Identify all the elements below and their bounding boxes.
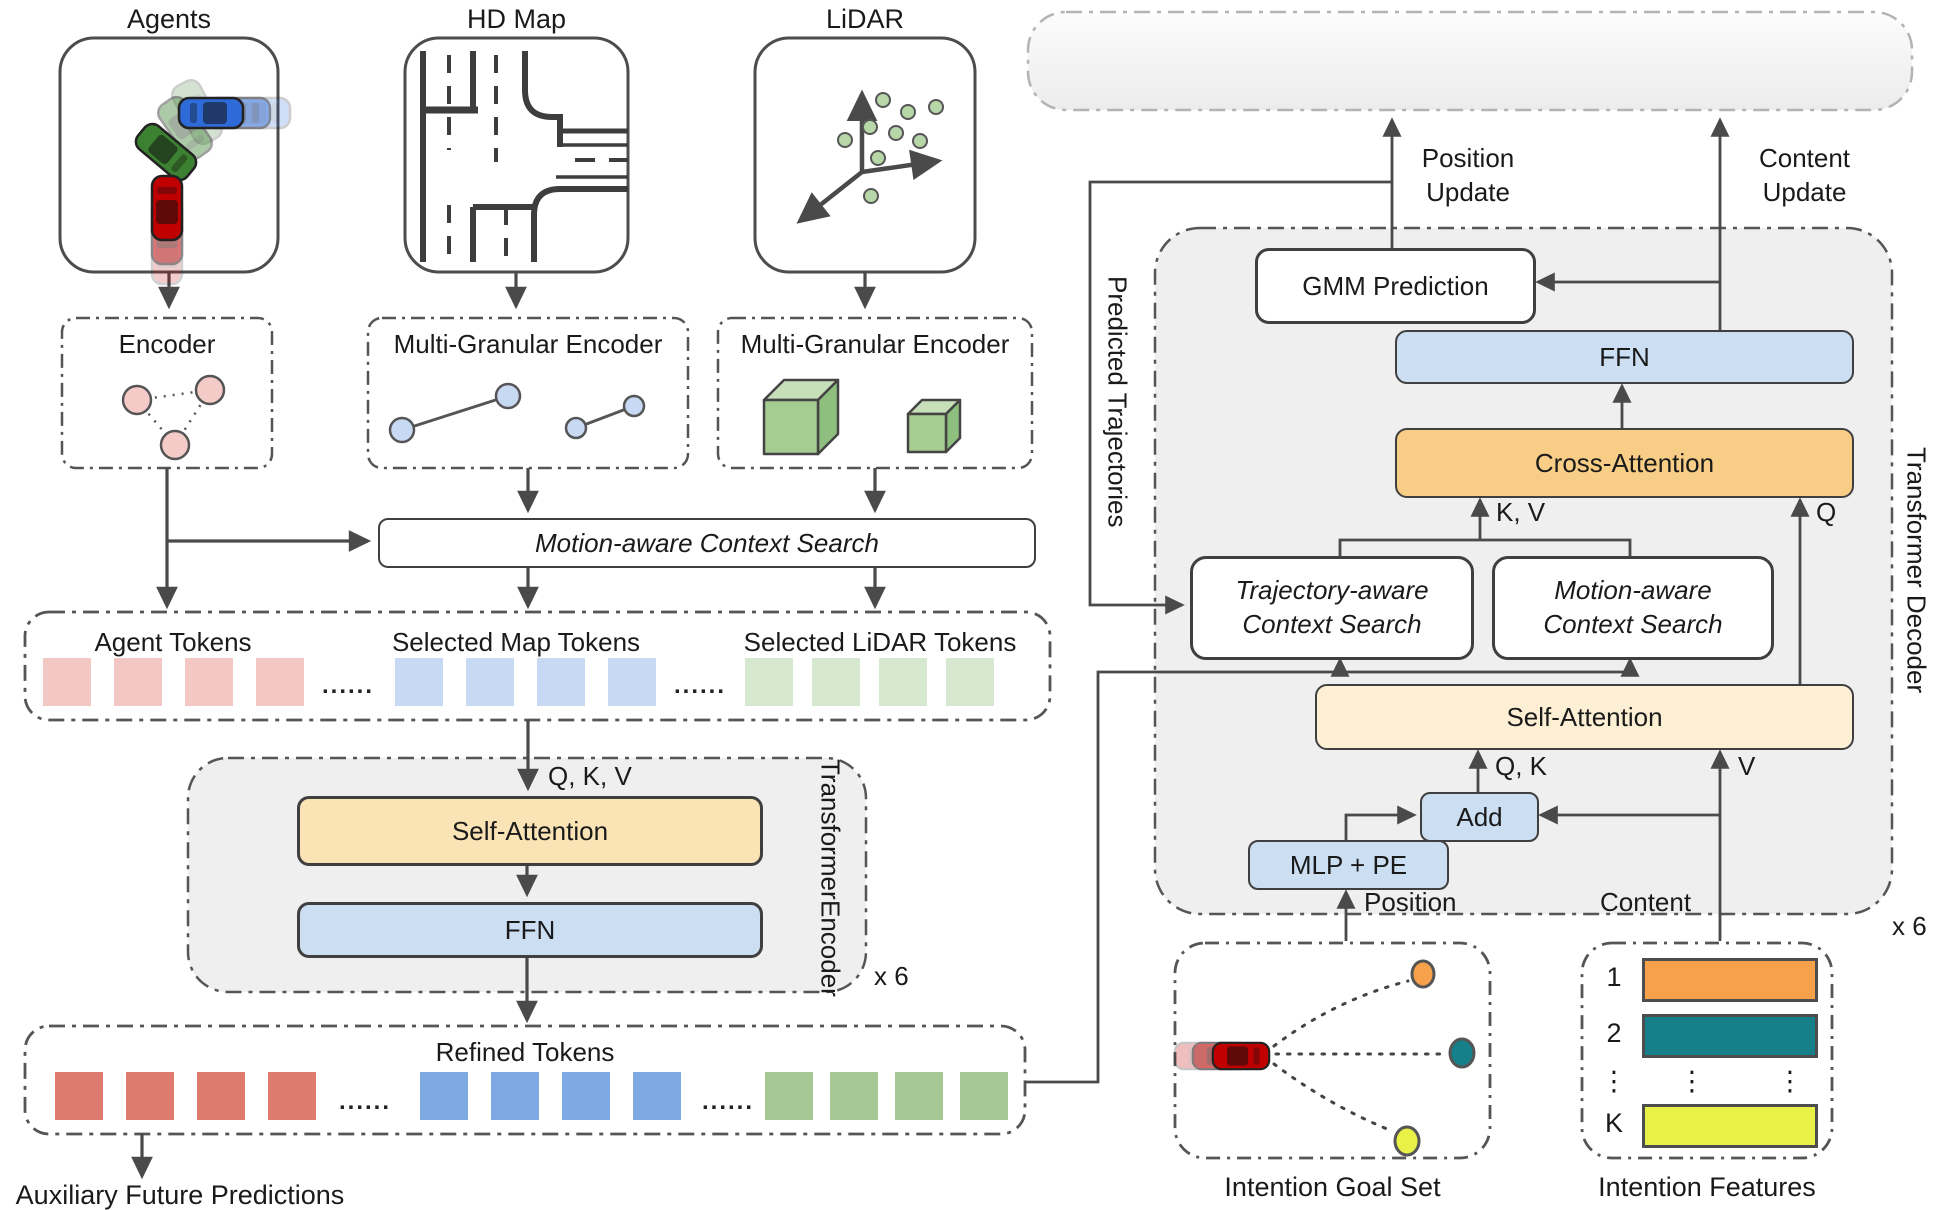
cross-attention-box: Cross-Attention xyxy=(1395,428,1854,498)
decoder-repeat-label: x 6 xyxy=(1892,911,1927,941)
feature-row-index-k: K xyxy=(1604,1107,1623,1138)
map-token xyxy=(608,658,656,706)
map-polyline-icon xyxy=(388,382,646,444)
encoder-repeat-label: x 6 xyxy=(874,961,909,991)
aux-predictions-label: Auxiliary Future Predictions xyxy=(15,1180,345,1210)
lidar-points xyxy=(837,92,944,204)
position-update-label-2: Update xyxy=(1426,177,1510,207)
feature-bar-1 xyxy=(1642,958,1818,1002)
left-connectors xyxy=(131,272,886,1180)
encoder-self-attention-box: Self-Attention xyxy=(297,796,763,866)
lidar-box xyxy=(753,36,977,274)
feature-row-index-1: 1 xyxy=(1606,961,1622,992)
predicted-trajectories-label: Predicted Trajectories xyxy=(1102,276,1133,528)
refined-agent-token xyxy=(55,1072,103,1120)
feature-bar-2 xyxy=(1642,1014,1818,1058)
intention-features-title: Intention Features xyxy=(1598,1172,1816,1202)
mlp-pe-box: MLP + PE xyxy=(1248,840,1449,890)
map-encoder-box xyxy=(366,316,690,470)
future-iteration-box xyxy=(1026,10,1914,112)
add-box: Add xyxy=(1420,792,1539,842)
map-token xyxy=(395,658,443,706)
token-ellipsis: ...... xyxy=(673,672,726,699)
feature-bar-k xyxy=(1642,1104,1818,1148)
lidar-token xyxy=(812,658,860,706)
lidar-token xyxy=(946,658,994,706)
content-update-label-1: Content xyxy=(1758,143,1851,173)
feature-row-dots: ⋮ xyxy=(1600,1065,1628,1096)
decoder-connectors xyxy=(1025,117,1810,1084)
motion-context-search-box: Motion-aware Context Search xyxy=(378,518,1036,568)
feature-row-dots: ⋮ xyxy=(1678,1065,1706,1096)
intention-goal-icon xyxy=(1173,959,1476,1157)
map-tokens-label: Selected Map Tokens xyxy=(391,627,641,657)
qk-label: Q, K xyxy=(1495,751,1548,781)
lidar-title: LiDAR xyxy=(825,4,905,34)
qkv-label: Q, K, V xyxy=(548,761,632,791)
decoder-ffn-box: FFN xyxy=(1395,330,1854,384)
gmm-prediction-box: GMM Prediction xyxy=(1255,248,1536,324)
refined-map-token xyxy=(562,1072,610,1120)
content-update-label-2: Update xyxy=(1762,177,1847,207)
refined-agent-token xyxy=(126,1072,174,1120)
intention-goal-set-box xyxy=(1173,941,1492,1160)
token-ellipsis: ...... xyxy=(701,1088,754,1115)
feature-row-dots: ⋮ xyxy=(1776,1065,1804,1096)
lidar-axes-icon xyxy=(796,89,944,224)
agent-token xyxy=(114,658,162,706)
token-ellipsis: ...... xyxy=(338,1088,391,1115)
lidar-tokens-label: Selected LiDAR Tokens xyxy=(743,627,1017,657)
refined-map-token xyxy=(633,1072,681,1120)
refined-lidar-token xyxy=(960,1072,1008,1120)
agents-title: Agents xyxy=(126,4,212,34)
position-input-label: Position xyxy=(1364,887,1457,917)
agent-token xyxy=(256,658,304,706)
refined-tokens-title: Refined Tokens xyxy=(435,1037,615,1067)
refined-agent-token xyxy=(197,1072,245,1120)
agent-graph-icon xyxy=(121,374,226,461)
refined-lidar-token xyxy=(830,1072,878,1120)
lidar-token xyxy=(745,658,793,706)
token-ellipsis: ...... xyxy=(321,672,374,699)
intention-goal-set-title: Intention Goal Set xyxy=(1224,1172,1441,1202)
transformer-decoder-side-label: Transformer Decoder xyxy=(1901,446,1932,694)
refined-map-token xyxy=(491,1072,539,1120)
encoder-ffn-box: FFN xyxy=(297,902,763,958)
hdmap-title: HD Map xyxy=(466,4,567,34)
refined-lidar-token xyxy=(765,1072,813,1120)
refined-agent-token xyxy=(268,1072,316,1120)
lidar-token xyxy=(879,658,927,706)
voxel-cubes-icon xyxy=(762,378,962,456)
map-encoder-title: Multi-Granular Encoder xyxy=(393,329,663,359)
lidar-encoder-title: Multi-Granular Encoder xyxy=(740,329,1010,359)
map-token xyxy=(537,658,585,706)
kv-label: K, V xyxy=(1496,497,1546,527)
refined-lidar-token xyxy=(895,1072,943,1120)
content-input-label: Content xyxy=(1600,887,1692,917)
position-update-label-1: Position xyxy=(1421,143,1515,173)
agent-tokens-label: Agent Tokens xyxy=(94,627,252,657)
refined-map-token xyxy=(420,1072,468,1120)
feature-row-index-2: 2 xyxy=(1606,1017,1622,1048)
q-label: Q xyxy=(1816,497,1837,527)
hdmap-box xyxy=(403,36,630,274)
goal-points xyxy=(1393,959,1476,1157)
v-label: V xyxy=(1738,751,1756,781)
decoder-self-attention-box: Self-Attention xyxy=(1315,684,1854,750)
agent-encoder-title: Encoder xyxy=(118,329,216,359)
map-token xyxy=(466,658,514,706)
agent-token xyxy=(185,658,233,706)
hdmap-roads-icon xyxy=(420,51,628,262)
agent-token xyxy=(43,658,91,706)
